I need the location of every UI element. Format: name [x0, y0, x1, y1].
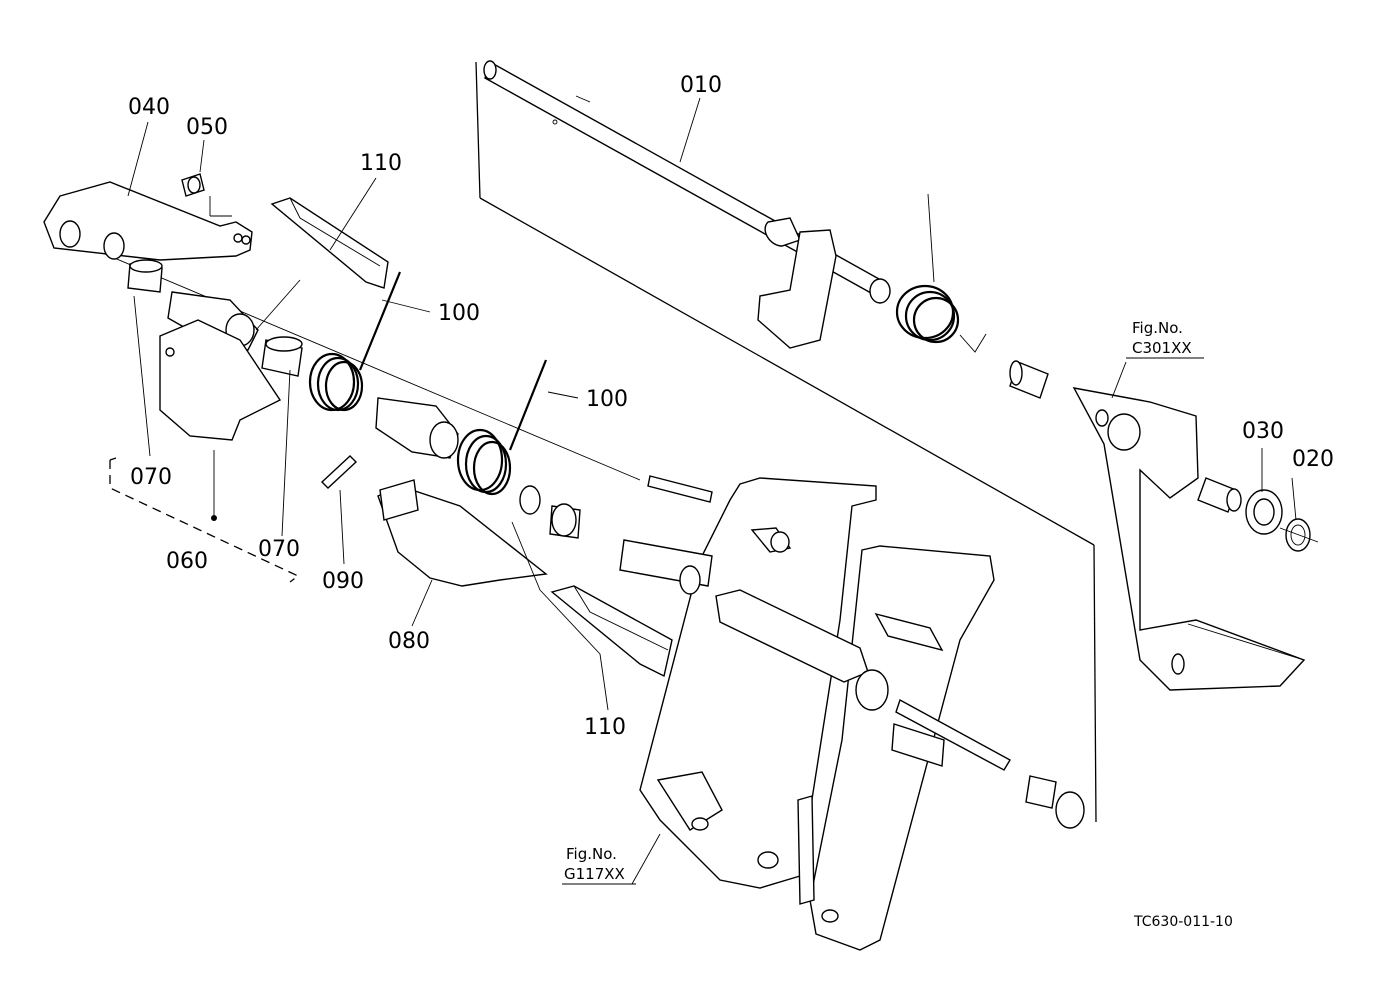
bush-070-mid [261, 336, 303, 377]
washer-030 [1245, 489, 1283, 535]
label-100-lower: 100 [586, 387, 628, 412]
label-070-left: 070 [130, 465, 172, 490]
fig-ref-g117-line1: Fig.No. [566, 845, 617, 863]
label-030: 030 [1242, 419, 1284, 444]
label-100-upper: 100 [438, 301, 480, 326]
shaft-010 [483, 60, 891, 349]
support-frame [619, 475, 1085, 951]
label-110-lower: 110 [584, 715, 626, 740]
brake-pedal-060 [159, 291, 282, 441]
pedal-080 [375, 397, 548, 587]
pedal-pad-110-lower [550, 585, 673, 678]
label-070-mid: 070 [258, 537, 300, 562]
reference-dot [211, 515, 217, 521]
return-spring-100-upper [308, 271, 402, 412]
pin-090 [320, 455, 358, 489]
fig-ref-c301-line1: Fig.No. [1132, 319, 1183, 337]
label-050: 050 [186, 115, 228, 140]
return-spring-right [895, 193, 987, 353]
snap-ring-020 [1279, 518, 1319, 552]
bush-right [1009, 360, 1049, 399]
pedal-pad-110-upper [270, 197, 389, 289]
bush-070-left [127, 259, 163, 293]
label-020: 020 [1292, 447, 1334, 472]
fig-ref-g117-line2: G117XX [564, 865, 625, 883]
label-060: 060 [166, 549, 208, 574]
nut-050 [181, 173, 205, 197]
label-010: 010 [680, 73, 722, 98]
fig-ref-c301-line2: C301XX [1132, 339, 1192, 357]
label-080: 080 [388, 629, 430, 654]
bracket-040 [43, 181, 253, 261]
leader-lines [127, 97, 1297, 885]
clutch-pedal-arm [1072, 387, 1306, 691]
return-spring-100-lower [456, 359, 548, 496]
label-110-upper: 110 [360, 151, 402, 176]
label-040: 040 [128, 95, 170, 120]
ring-and-bearing-left [519, 485, 581, 539]
drawing-code: TC630-011-10 [1133, 914, 1233, 930]
group-060-dashed-outline [109, 457, 300, 583]
label-090: 090 [322, 569, 364, 594]
bush-020-side [1197, 477, 1242, 513]
